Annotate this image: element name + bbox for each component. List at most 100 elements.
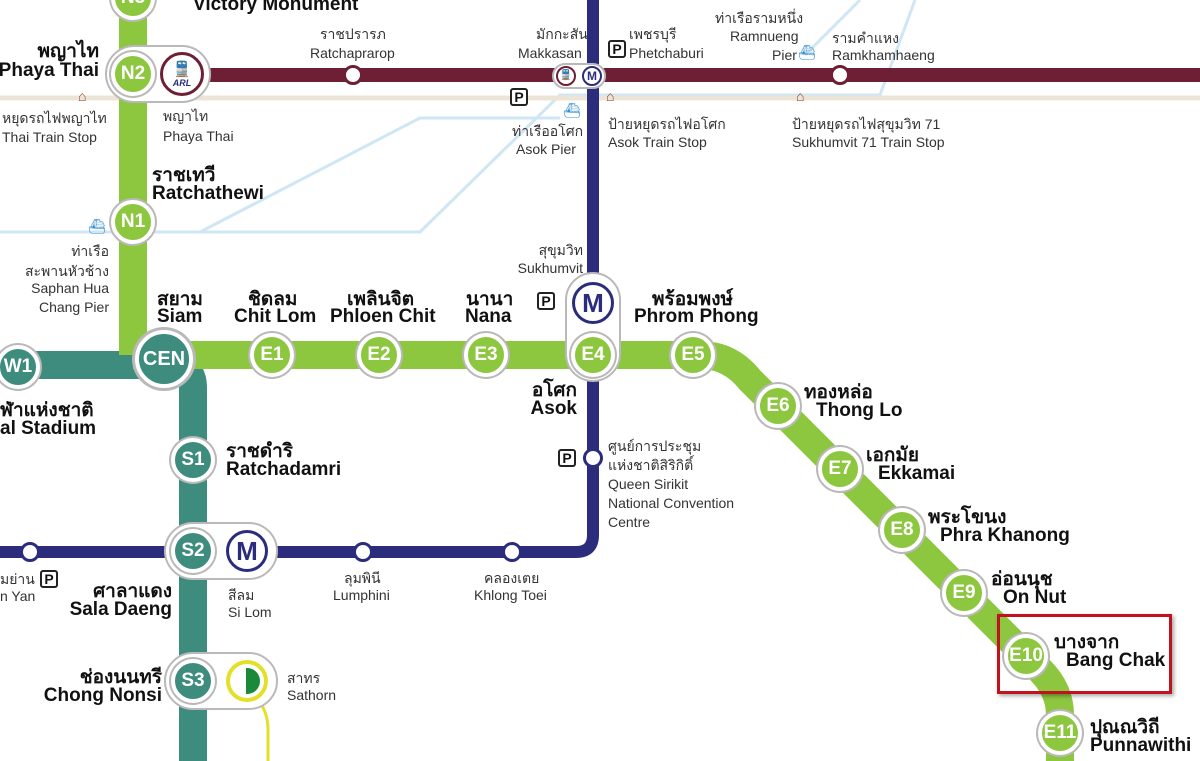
e9-english-label: On Nut	[1003, 587, 1067, 608]
saphanhua-english-1: Saphan Hua	[31, 280, 109, 296]
w1-english-label: al Stadium	[0, 418, 97, 439]
station-cen-code: CEN	[142, 347, 186, 370]
arl-logo-icon: 🚆 ARL	[160, 52, 204, 96]
victory-monument-label: Victory Monument	[193, 0, 359, 15]
station-s2-code: S2	[181, 540, 205, 561]
gold-line-logo-mark	[246, 668, 260, 694]
qsncc-english-1: Queen Sirikit	[608, 476, 689, 492]
station-e4-code: E4	[581, 344, 605, 365]
e5-thai-label: พร้อมพงษ์	[652, 289, 733, 310]
station-e4-marker[interactable]: E4	[571, 333, 615, 377]
station-w1-marker[interactable]: W1	[0, 345, 40, 389]
station-e10-code: E10	[1009, 645, 1043, 666]
station-e1-marker[interactable]: E1	[250, 333, 294, 377]
station-e5-marker[interactable]: E5	[671, 333, 715, 377]
station-e8-marker[interactable]: E8	[880, 508, 924, 552]
station-e10-marker[interactable]: E10	[1004, 634, 1048, 678]
station-e6-marker[interactable]: E6	[756, 384, 800, 428]
s3-thai-label: ช่องนนทรี	[79, 667, 162, 688]
silom-mrt-thai: สีลม	[228, 587, 255, 603]
phetchaburi-mrt-icon[interactable]: M	[582, 66, 602, 86]
phetchaburi-mrt-letter: M	[587, 69, 597, 83]
mrt-blue-line	[0, 0, 599, 558]
boat-route-upper	[0, 0, 917, 234]
station-e7-marker[interactable]: E7	[818, 447, 862, 491]
boat-icon: ⛴	[563, 102, 581, 118]
asok-pier-english: Asok Pier	[516, 141, 576, 157]
saphanhua-thai-2: สะพานหัวช้าง	[24, 263, 109, 279]
e7-english-label: Ekkamai	[878, 463, 956, 484]
saphanhua-thai-1: ท่าเรือ	[71, 243, 109, 259]
station-e6-code: E6	[766, 395, 790, 416]
s2-english-label: Sala Daeng	[69, 599, 172, 620]
mrt-logo-icon: M	[226, 530, 268, 572]
phayathai-arl-thai: พญาไท	[163, 108, 209, 124]
phayathai-arl-english: Phaya Thai	[163, 128, 234, 144]
station-s1-marker[interactable]: S1	[171, 438, 215, 482]
e6-english-label: Thong Lo	[816, 400, 903, 421]
e7-thai-label: เอกมัย	[866, 445, 920, 466]
e9-thai-label: อ่อนนุช	[991, 569, 1053, 590]
boat-icon: ⛴	[88, 218, 106, 234]
parking-icon: P	[537, 292, 555, 310]
station-e9-code: E9	[952, 582, 976, 603]
station-w1-code: W1	[3, 356, 33, 377]
station-n3-code: N3	[121, 0, 145, 9]
gold-line-logo-icon	[226, 660, 268, 702]
n1-english-label: Ratchathewi	[152, 183, 264, 204]
w1-thai-label: ฬ่าแห่งชาติ	[0, 400, 94, 421]
station-s1-code: S1	[181, 449, 205, 470]
station-e9-marker[interactable]: E9	[942, 571, 986, 615]
station-n2-marker[interactable]: N2	[111, 52, 155, 96]
ratchaprarop-english: Ratchaprarop	[310, 45, 395, 61]
station-e3-marker[interactable]: E3	[464, 333, 508, 377]
silom-mrt-english: Si Lom	[228, 604, 272, 620]
parking-icon: P	[608, 40, 626, 58]
station-n2-code: N2	[120, 63, 146, 84]
khlong-toei-marker[interactable]	[502, 542, 522, 562]
ratchaprarop-marker[interactable]	[343, 65, 363, 85]
train-stop-icon: ⌂	[78, 88, 87, 104]
station-e1-code: E1	[260, 344, 284, 365]
ratchaprarop-thai: ราชปรารภ	[320, 26, 386, 42]
train-stop-icon: ⌂	[606, 88, 615, 104]
cen-english-label: Siam	[157, 306, 203, 327]
phetchaburi-english: Phetchaburi	[629, 45, 704, 61]
e11-thai-label: ปุณณวิถี	[1090, 717, 1160, 738]
makkasan-arl-icon[interactable]: 🚆	[556, 66, 576, 86]
e1-english-label: Chit Lom	[234, 306, 317, 327]
station-n1-marker[interactable]: N1	[111, 200, 155, 244]
saphanhua-english-2: Chang Pier	[38, 299, 109, 315]
s1-thai-label: ราชดำริ	[226, 441, 293, 462]
makkasan-thai: มักกะสัน	[536, 26, 588, 42]
station-s2-marker[interactable]: S2	[171, 529, 215, 573]
lumphini-marker[interactable]	[353, 542, 373, 562]
sam-yan-thai: มย่าน	[0, 571, 35, 587]
qsncc-marker[interactable]	[583, 448, 603, 468]
sathorn-english: Sathorn	[287, 687, 337, 703]
station-e11-marker[interactable]: E11	[1038, 711, 1082, 755]
phayathai-train-english: Thai Train Stop	[2, 129, 97, 145]
sam-yan-marker[interactable]	[20, 542, 40, 562]
e1-thai-label: ชิดลม	[248, 289, 298, 310]
s2-thai-label: ศาลาแดง	[93, 581, 172, 602]
e10-thai-label: บางจาก	[1054, 632, 1120, 653]
station-cen-marker[interactable]: CEN	[135, 330, 193, 388]
qsncc-english-2: National Convention	[608, 495, 735, 511]
e3-english-label: Nana	[465, 306, 512, 327]
ramkhamhaeng-marker[interactable]	[830, 65, 850, 85]
station-e7-code: E7	[828, 458, 852, 479]
khlong-toei-english: Khlong Toei	[474, 587, 547, 603]
train-stop-icon: ⌂	[796, 88, 805, 104]
parking-letter: P	[514, 89, 524, 105]
sathorn-thai: สาทร	[287, 670, 321, 686]
sam-yan-english: n Yan	[0, 588, 36, 604]
sukhumvit71-thai: ป้ายหยุดรถไฟสุขุมวิท 71	[792, 116, 941, 132]
station-e2-marker[interactable]: E2	[357, 333, 401, 377]
e8-english-label: Phra Khanong	[940, 525, 1070, 546]
makkasan-english: Makkasan	[518, 45, 582, 61]
s3-english-label: Chong Nonsi	[43, 685, 162, 706]
station-s3-marker[interactable]: S3	[171, 659, 215, 703]
highlight-box-bang-chak	[997, 614, 1172, 694]
parking-icon: P	[510, 88, 528, 106]
